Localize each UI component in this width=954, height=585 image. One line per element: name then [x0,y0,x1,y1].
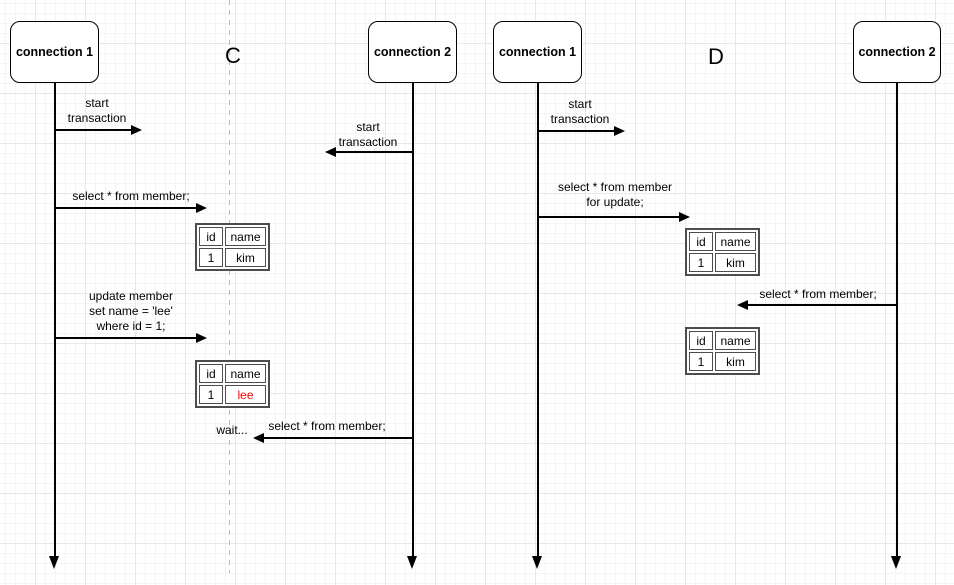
message-line-c-start-transaction-2 [336,151,413,153]
result-table-d-2: id name 1 kim [685,327,760,375]
result-table-d-1: id name 1 kim [685,228,760,276]
table-row: 1 kim [198,247,267,268]
lifeline-d-connection1-arrowhead [532,556,542,569]
lifeline-c-connection2 [412,83,414,557]
message-label-d-start-transaction: start transaction [550,97,610,126]
page-divider-line [229,0,230,573]
table-header-name: name [225,227,266,246]
message-arrowhead-right [614,126,625,136]
message-arrowhead-left [737,300,748,310]
table-cell-id: 1 [199,248,223,267]
table-header-name: name [715,331,756,350]
table-cell-id: 1 [199,385,223,404]
lifeline-d-connection2 [896,83,898,557]
table-header-row: id name [198,363,267,384]
message-line-d-start-transaction [538,130,614,132]
result-table-c-2: id name 1 lee [195,360,270,408]
lifeline-d-connection2-arrowhead [891,556,901,569]
table-header-id: id [689,331,713,350]
table-cell-name: kim [225,248,266,267]
message-label-d-select-for-update: select * from member for update; [557,180,673,209]
message-line-c-start-transaction-1 [55,129,131,131]
message-label-c-wait: wait... [216,423,248,437]
actor-box-d-connection1: connection 1 [493,21,582,83]
message-label-c-select-2: select * from member; [268,419,386,433]
message-label-c-select: select * from member; [72,189,190,203]
message-label-c-start-transaction-1: start transaction [67,96,127,125]
table-header-name: name [225,364,266,383]
table-cell-id: 1 [689,352,713,371]
message-line-c-select-2 [264,437,413,439]
table-cell-name: kim [715,253,756,272]
table-header-row: id name [688,231,757,252]
table-cell-name-highlighted: lee [225,385,266,404]
message-line-d-select-for-update [538,216,679,218]
lifeline-d-connection1 [537,83,539,557]
message-arrowhead-right [196,203,207,213]
message-line-c-update [55,337,196,339]
message-arrowhead-right [196,333,207,343]
table-header-id: id [199,364,223,383]
result-table-c-1: id name 1 kim [195,223,270,271]
table-row: 1 lee [198,384,267,405]
panel-label-c: C [225,43,241,68]
actor-box-c-connection2: connection 2 [368,21,457,83]
message-line-c-select [55,207,196,209]
actor-box-c-connection1: connection 1 [10,21,99,83]
table-row: 1 kim [688,351,757,372]
table-cell-id: 1 [689,253,713,272]
table-header-row: id name [198,226,267,247]
message-arrowhead-left [253,433,264,443]
table-header-id: id [689,232,713,251]
table-header-row: id name [688,330,757,351]
table-header-name: name [715,232,756,251]
lifeline-c-connection2-arrowhead [407,556,417,569]
table-header-id: id [199,227,223,246]
lifeline-c-connection1 [54,83,56,557]
table-cell-name: kim [715,352,756,371]
message-arrowhead-left [325,147,336,157]
message-label-c-start-transaction-2: start transaction [338,120,398,149]
message-label-c-update: update member set name = 'lee' where id … [88,289,174,333]
actor-box-d-connection2: connection 2 [853,21,941,83]
panel-label-d: D [708,44,724,69]
message-label-d-select-2: select * from member; [759,287,877,301]
table-row: 1 kim [688,252,757,273]
message-line-d-select-2 [748,304,897,306]
message-arrowhead-right [679,212,690,222]
lifeline-c-connection1-arrowhead [49,556,59,569]
message-arrowhead-right [131,125,142,135]
